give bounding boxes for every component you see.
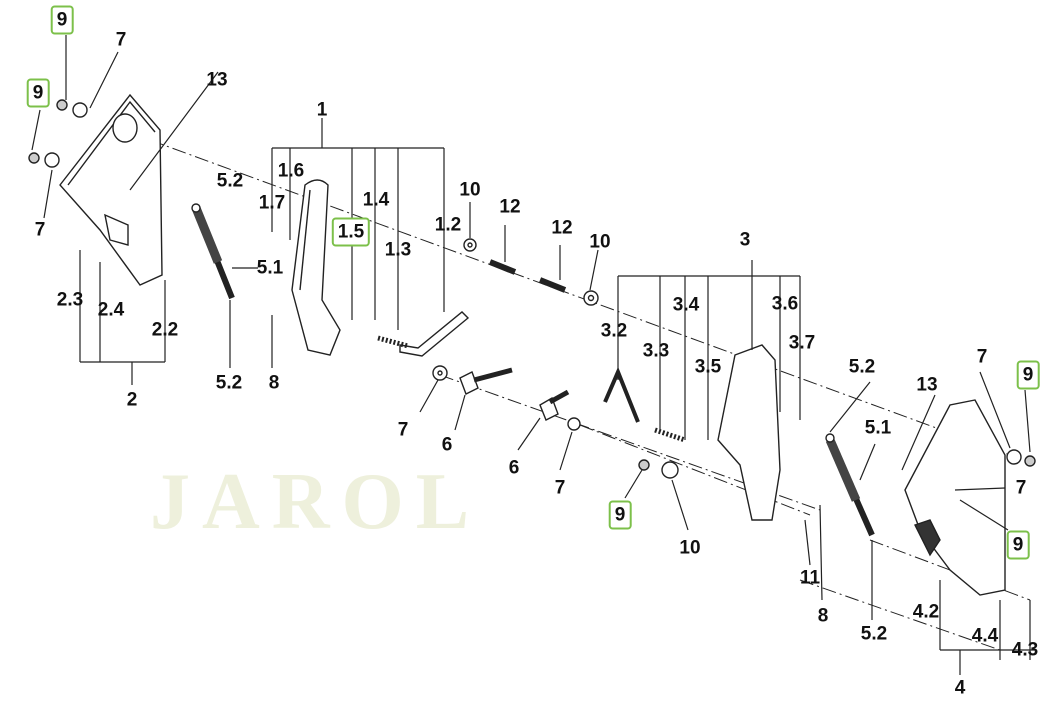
callout: 10: [679, 537, 701, 559]
callout: 1.3: [384, 239, 412, 261]
callout: 5.1: [864, 417, 892, 439]
callout: 5.2: [215, 372, 243, 394]
right-side-plate: [904, 399, 1006, 596]
handles: [459, 367, 570, 421]
gas-spring-right: [825, 433, 875, 537]
callout: 4.3: [1011, 639, 1039, 661]
callout: 1.4: [362, 189, 390, 211]
center-lines: [149, 139, 1031, 651]
callout: 4.2: [912, 601, 940, 623]
callout: 3.3: [642, 340, 670, 362]
leader-lines: [31, 35, 1035, 675]
callout-9-boxed[interactable]: 9: [1006, 530, 1030, 560]
callout-9-boxed[interactable]: 9: [50, 5, 74, 35]
callout: 10: [589, 231, 611, 253]
callout: 6: [508, 457, 520, 479]
callout: 7: [1015, 477, 1027, 499]
callout: 5.2: [860, 623, 888, 645]
callout: 3.6: [771, 293, 799, 315]
callout-9-boxed[interactable]: 9: [26, 78, 50, 108]
callout: 2.3: [56, 289, 84, 311]
callout: 2.4: [97, 299, 125, 321]
callout-9-boxed[interactable]: 9: [1016, 360, 1040, 390]
callout: 7: [34, 219, 46, 241]
callout: 3: [739, 229, 751, 251]
callout: 13: [206, 69, 228, 91]
callout: 10: [459, 179, 481, 201]
callout: 5.2: [216, 170, 244, 192]
callout: 1.6: [277, 160, 305, 182]
callout: 1: [316, 99, 328, 121]
callout: 3.2: [600, 320, 628, 342]
callout: 7: [115, 29, 127, 51]
callout: 12: [551, 217, 573, 239]
right-lever-assembly: [603, 344, 781, 521]
callout: 7: [397, 419, 409, 441]
callout: 1.7: [258, 192, 286, 214]
callout: 7: [976, 346, 988, 368]
lever-assembly: [291, 179, 470, 357]
callout: 3.7: [788, 332, 816, 354]
callout: 6: [441, 434, 453, 456]
callout: 7: [554, 477, 566, 499]
callout: 2.2: [151, 319, 179, 341]
callout: 8: [817, 605, 829, 627]
callout: 3.4: [672, 294, 700, 316]
callout: 1.2: [434, 214, 462, 236]
callout: 8: [268, 372, 280, 394]
callout: 11: [799, 567, 821, 589]
callout-1-5-boxed[interactable]: 1.5: [331, 217, 371, 247]
callout: 2: [126, 389, 138, 411]
callout: 13: [916, 374, 938, 396]
gas-spring-left: [191, 203, 235, 300]
callout: 4: [954, 677, 966, 699]
watermark: JAROL: [150, 458, 482, 546]
callout: 5.1: [256, 257, 284, 279]
callout: 12: [499, 196, 521, 218]
pins-washers: [28, 99, 1036, 498]
callout: 5.2: [848, 356, 876, 378]
left-side-plate: [59, 93, 163, 286]
callout: 4.4: [971, 625, 999, 647]
callout: 3.5: [694, 356, 722, 378]
callout-9-boxed[interactable]: 9: [608, 500, 632, 530]
